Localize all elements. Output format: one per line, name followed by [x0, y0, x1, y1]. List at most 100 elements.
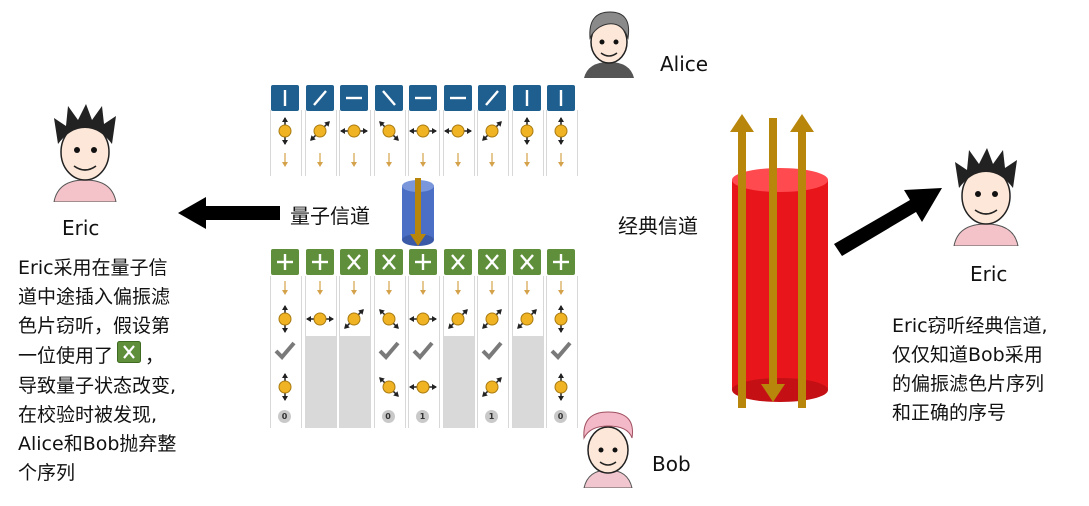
bit-label: 0	[554, 410, 567, 423]
alice-down-arrow	[487, 152, 497, 171]
left-text-comma: ，	[145, 345, 165, 367]
alice-column	[442, 110, 475, 176]
left-explanation: Eric采用在量子信 道中途插入偏振滤 色片窃听，假设第 一位使用了 ， 导致量…	[18, 254, 248, 488]
cross-filter-icon	[117, 341, 142, 372]
bob-photon	[546, 304, 576, 338]
left-text-line: Eric采用在量子信	[18, 257, 168, 279]
eric-left-label: Eric	[62, 216, 100, 240]
bob-avatar	[583, 411, 633, 488]
bob-photon	[305, 304, 335, 338]
alice-photon	[512, 116, 542, 150]
alice-down-arrow	[349, 152, 359, 171]
bob-down-arrow	[487, 280, 497, 299]
alice-photon	[443, 116, 473, 150]
bob-filter	[305, 248, 335, 280]
bob-down-arrow	[418, 280, 428, 299]
alice-column	[304, 110, 337, 176]
left-text-line: 道中途插入偏振滤	[18, 286, 171, 308]
bob-photon	[443, 304, 473, 338]
bob-discarded-cell	[511, 336, 544, 428]
bob-down-arrow	[280, 280, 290, 299]
arrow-to-eric-right	[834, 188, 942, 256]
bob-discarded-cell	[339, 336, 371, 428]
eric-left-avatar	[53, 104, 117, 202]
bob-column	[270, 276, 302, 428]
alice-column	[546, 110, 578, 176]
alice-filter	[374, 84, 404, 116]
bob-discarded-cell	[442, 336, 475, 428]
bob-photon	[477, 304, 507, 338]
bob-down-arrow	[349, 280, 359, 299]
bob-filter	[443, 248, 473, 280]
alice-filter	[477, 84, 507, 116]
bit-label: 1	[416, 410, 429, 423]
alice-down-arrow	[418, 152, 428, 171]
bob-measurement-grid: 0 0 1 1 0	[270, 248, 580, 430]
check-icon	[378, 340, 400, 364]
bob-filter	[546, 248, 576, 280]
alice-filter	[305, 84, 335, 116]
alice-filter	[546, 84, 576, 116]
left-text-line: 色片窃听，假设第	[18, 315, 171, 337]
bob-photon	[408, 304, 438, 338]
alice-down-arrow	[453, 152, 463, 171]
eric-right-avatar	[953, 148, 1019, 246]
alice-column	[373, 110, 406, 176]
bob-filter	[408, 248, 438, 280]
alice-down-arrow	[522, 152, 532, 171]
check-icon	[550, 340, 572, 364]
bit-label: 1	[485, 410, 498, 423]
classical-channel-cylinder	[730, 114, 828, 408]
alice-down-arrow	[556, 152, 566, 171]
bob-column	[546, 276, 578, 428]
left-text-line: Alice和Bob抛弃整	[18, 433, 177, 455]
alice-filter	[512, 84, 542, 116]
alice-column	[477, 110, 509, 176]
bob-column	[408, 276, 440, 428]
left-text-line: 在校验时被发现,	[18, 404, 158, 426]
right-text-line: 和正确的序号	[892, 402, 1007, 424]
bob-photon	[339, 304, 369, 338]
alice-column	[270, 110, 302, 176]
bob-result-photon	[477, 372, 507, 406]
alice-column	[339, 110, 371, 176]
bob-label: Bob	[652, 452, 691, 476]
left-text-line: 一位使用了	[18, 345, 114, 367]
bit-label: 0	[278, 410, 291, 423]
bob-column	[373, 276, 406, 428]
arrow-to-eric-left	[178, 197, 280, 229]
alice-photon	[305, 116, 335, 150]
eric-right-label: Eric	[970, 262, 1008, 286]
bob-filter	[270, 248, 300, 280]
bob-photon	[374, 304, 404, 338]
alice-down-arrow	[280, 152, 290, 171]
bob-down-arrow	[384, 280, 394, 299]
alice-down-arrow	[384, 152, 394, 171]
bob-filter	[374, 248, 404, 280]
bob-down-arrow	[315, 280, 325, 299]
left-text-line: 导致量子状态改变,	[18, 375, 177, 397]
quantum-channel-cylinder	[402, 178, 434, 246]
alice-photon	[270, 116, 300, 150]
alice-polarization-grid	[270, 84, 580, 176]
bob-filter	[339, 248, 369, 280]
alice-avatar	[578, 6, 640, 78]
alice-column	[511, 110, 544, 176]
alice-label: Alice	[660, 52, 709, 76]
alice-photon	[374, 116, 404, 150]
bob-photon	[512, 304, 542, 338]
alice-photon	[477, 116, 507, 150]
bob-down-arrow	[522, 280, 532, 299]
quantum-channel-label: 量子信道	[290, 204, 370, 228]
alice-filter	[408, 84, 438, 116]
alice-down-arrow	[315, 152, 325, 171]
right-text-line: Eric窃听经典信道,	[892, 315, 1048, 337]
check-icon	[481, 340, 503, 364]
bob-filter	[512, 248, 542, 280]
bob-discarded-cell	[304, 336, 337, 428]
bit-label: 0	[381, 410, 395, 423]
alice-photon	[339, 116, 369, 150]
bob-result-photon	[546, 372, 576, 406]
alice-column	[408, 110, 440, 176]
bob-down-arrow	[556, 280, 566, 299]
